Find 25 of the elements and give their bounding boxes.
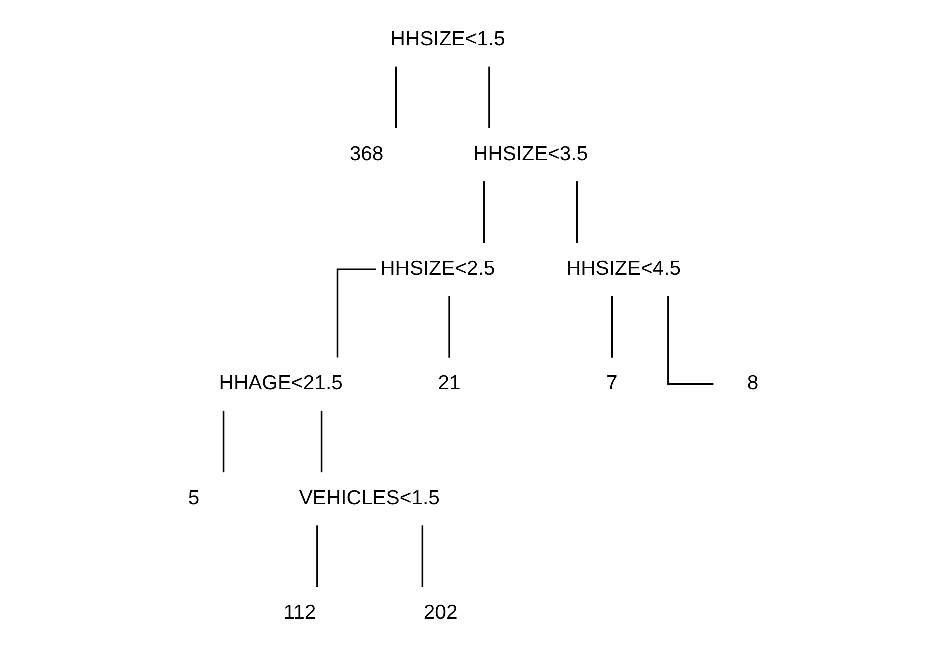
connector — [448, 296, 450, 358]
node-text: HHSIZE<1.5 — [390, 28, 505, 51]
connector — [394, 66, 397, 128]
connector — [610, 296, 613, 358]
connector — [667, 296, 714, 386]
connector — [336, 268, 376, 358]
connector — [483, 182, 485, 244]
connector — [576, 182, 578, 244]
node-text: 112 — [283, 602, 316, 624]
connector — [488, 66, 490, 128]
connector — [320, 410, 322, 473]
node-text: 8 — [746, 372, 758, 395]
node-text: HHSIZE<2.5 — [380, 258, 495, 280]
node-text: 368 — [349, 143, 384, 166]
node-text: 21 — [438, 372, 460, 395]
connector — [222, 410, 224, 473]
node-text: HHSIZE<3.5 — [473, 143, 588, 166]
node-text: HHAGE<21.5 — [218, 372, 342, 395]
connector — [316, 526, 318, 588]
node-text: 7 — [606, 372, 618, 395]
connector — [421, 526, 424, 588]
node-text: 5 — [188, 487, 200, 510]
node-text: VEHICLES<1.5 — [298, 487, 440, 510]
node-text: 202 — [423, 602, 458, 624]
node-text: HHSIZE<4.5 — [566, 258, 681, 280]
